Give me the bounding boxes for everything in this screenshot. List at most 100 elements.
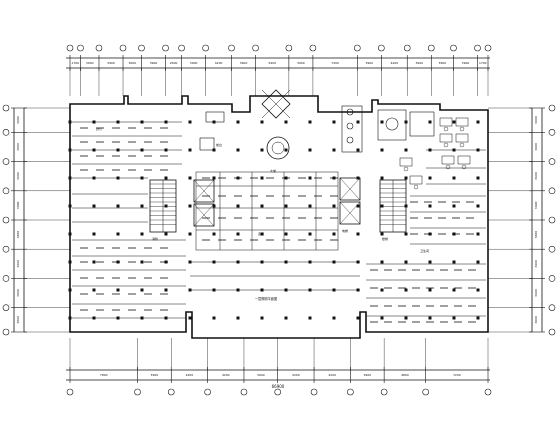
structural-column — [188, 204, 192, 208]
structural-column — [428, 204, 432, 208]
structural-column — [452, 120, 456, 124]
structural-column — [92, 288, 96, 292]
structural-column — [356, 120, 360, 124]
dimension-label: 3900 — [257, 373, 265, 377]
dimension-label: 3900 — [462, 61, 470, 65]
dimension-label: 3600 — [534, 201, 538, 209]
structural-column — [68, 288, 72, 292]
furniture-upper-right — [341, 105, 471, 190]
structural-column — [188, 120, 192, 124]
room-label: 前台 — [216, 142, 222, 147]
grid-bubble — [2, 304, 10, 311]
grid-bubble — [134, 388, 141, 396]
grid-bubble — [310, 388, 318, 396]
dimension-label: 3600 — [16, 143, 20, 151]
office-desk — [439, 133, 453, 143]
grid-bubble — [484, 388, 492, 396]
dimension-label: 3000 — [534, 316, 538, 324]
grid-bubble — [548, 275, 556, 282]
dimension-label: 3900 — [415, 61, 423, 65]
structural-column — [476, 316, 480, 320]
structural-column — [284, 232, 288, 236]
structural-column — [332, 148, 336, 152]
dimension-label: 3900 — [363, 373, 371, 377]
dimension-label: 3600 — [534, 289, 538, 297]
structural-column — [68, 232, 72, 236]
stair-core-right — [379, 179, 407, 233]
structural-column — [164, 288, 168, 292]
structural-column — [260, 148, 264, 152]
structural-column — [308, 148, 312, 152]
structural-column — [332, 120, 336, 124]
structural-column — [428, 260, 432, 264]
structural-column — [332, 316, 336, 320]
structural-column — [428, 176, 432, 180]
grid-bubble — [274, 388, 282, 396]
grid-bubble — [2, 275, 10, 282]
grid-bubble — [167, 388, 175, 396]
dimension-label: 7800 — [100, 373, 108, 377]
grid-bubble — [2, 216, 10, 224]
grid-bubble — [178, 44, 185, 52]
dimension-label: 3600 — [439, 61, 447, 65]
dimension-label: 3600 — [16, 231, 20, 239]
structural-column — [380, 232, 384, 236]
dimension-label: 3600 — [534, 231, 538, 239]
office-chair — [459, 142, 465, 148]
structural-column — [284, 316, 288, 320]
grid-bubble — [77, 44, 84, 52]
structural-column — [476, 288, 480, 292]
grid-bubble — [66, 44, 74, 52]
elevator-core-left — [193, 179, 215, 227]
dimension-label: 4200 — [328, 373, 336, 377]
office-chair — [461, 164, 467, 170]
structural-column — [380, 204, 384, 208]
grid-bubble — [548, 304, 556, 311]
structural-column — [356, 232, 360, 236]
structural-column — [284, 204, 288, 208]
grid-bubble — [548, 328, 556, 336]
structural-column — [188, 148, 192, 152]
room-labels: 大堂 前台 走廊 消防 电梯 楼梯 卫生间 办公 — [96, 126, 429, 253]
structural-column — [380, 260, 384, 264]
structural-column — [140, 232, 144, 236]
dimension-label: 3900 — [107, 61, 115, 65]
office-desk — [455, 117, 469, 127]
structural-column — [380, 316, 384, 320]
structural-column — [452, 288, 456, 292]
grid-bubble — [548, 129, 556, 136]
central-hall — [190, 171, 360, 291]
dimension-label: 1700 — [479, 61, 487, 65]
grid-bubble — [548, 216, 556, 224]
grid-bubble — [285, 44, 293, 52]
structural-column — [236, 148, 240, 152]
structural-column — [356, 316, 360, 320]
grid-bubble — [484, 44, 492, 52]
structural-column — [332, 232, 336, 236]
grid-bubble — [347, 388, 354, 396]
grid-bubble — [2, 158, 10, 165]
dimension-label: 3900 — [297, 61, 305, 65]
grid-bubble — [252, 44, 259, 52]
structural-column — [68, 316, 72, 320]
structural-column — [476, 176, 480, 180]
structural-column — [452, 316, 456, 320]
structural-column — [236, 316, 240, 320]
structural-column — [236, 120, 240, 124]
office-chair — [445, 164, 451, 170]
structural-column — [116, 204, 120, 208]
grid-bubble — [95, 44, 103, 52]
office-desk — [439, 117, 453, 127]
structural-column — [284, 120, 288, 124]
structural-column — [140, 204, 144, 208]
grid-bubble — [2, 187, 10, 195]
structural-column — [164, 232, 168, 236]
grid-bubble — [380, 388, 388, 396]
dimension-label: 3600 — [16, 201, 20, 209]
grid-bubble — [450, 44, 457, 52]
grid-bubble — [422, 388, 429, 396]
bottom-total-dim: 66900 — [272, 384, 285, 389]
structural-column — [68, 148, 72, 152]
